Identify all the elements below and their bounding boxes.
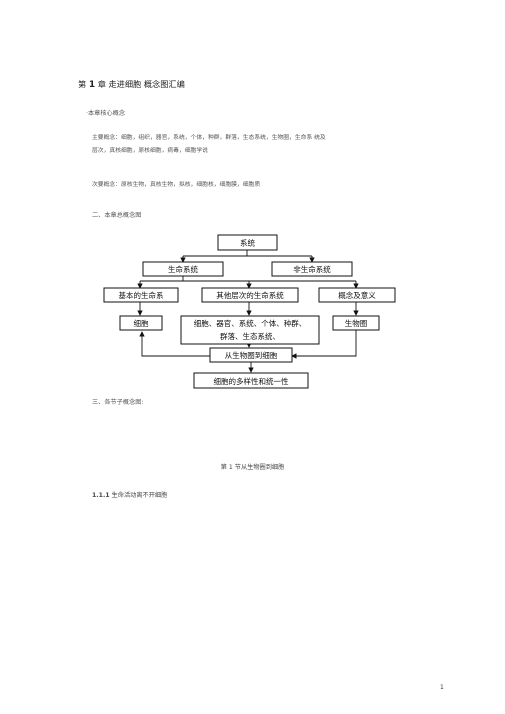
node-nonliving-system: 非生命系统 xyxy=(271,261,353,277)
section-heading-subsection-maps: 三、各节子概念图: xyxy=(92,399,144,406)
svg-text:基本的生命系: 基本的生命系 xyxy=(119,290,164,300)
node-other-levels: 其他层次的生命系统 xyxy=(201,287,299,303)
svg-text:细胞: 细胞 xyxy=(134,318,149,328)
secondary-concepts: 次要概念：原核生物，真核生物，拟核，细胞核，细胞膜，细胞质 xyxy=(92,182,261,188)
connector-lines xyxy=(137,250,359,373)
svg-text:细胞的多样性和统一性: 细胞的多样性和统一性 xyxy=(214,376,289,386)
svg-text:细胞、器官、系统、个体、种群、: 细胞、器官、系统、个体、种群、 xyxy=(194,318,307,328)
page-number: 1 xyxy=(440,684,444,691)
node-root: 系统 xyxy=(217,234,278,251)
svg-text:系统: 系统 xyxy=(240,238,255,248)
svg-text:非生命系统: 非生命系统 xyxy=(293,264,331,274)
main-concepts-line1: 主要概念：细胞，组织，器官，系统，个体，种群，群落，生态系统，生物圈，生命系 统… xyxy=(92,135,326,141)
node-biosphere-to-cell: 从生物圈到细胞 xyxy=(209,347,293,363)
node-basic-living-system: 基本的生命系 xyxy=(103,287,179,303)
chapter-title: 第 1 章 走进细胞 概念图汇编 xyxy=(78,79,185,90)
svg-text:群落、生态系统、: 群落、生态系统、 xyxy=(220,331,280,341)
node-concept-significance: 概念及意义 xyxy=(318,287,396,303)
node-diversity-unity: 细胞的多样性和统一性 xyxy=(193,372,309,389)
subsection-item: 1.1.1 生命活动离不开细胞 xyxy=(92,492,168,499)
svg-text:生命系统: 生命系统 xyxy=(168,264,198,274)
section-heading-concept-map: 二、本章总概念图 xyxy=(92,212,142,219)
svg-text:从生物圈到细胞: 从生物圈到细胞 xyxy=(225,350,278,360)
section-heading-core-concepts: ·本章核心概念 xyxy=(86,110,126,117)
node-living-system: 生命系统 xyxy=(142,261,224,277)
svg-text:概念及意义: 概念及意义 xyxy=(338,290,376,300)
node-cell: 细胞 xyxy=(119,315,163,331)
svg-text:生物圈: 生物圈 xyxy=(345,318,368,328)
subsection-title: 第 1 节从生物圈到细胞 xyxy=(220,464,285,471)
node-tissue-list: 细胞、器官、系统、个体、种群、 群落、生态系统、 xyxy=(180,315,320,345)
node-biosphere: 生物圈 xyxy=(332,315,380,331)
main-concepts-line2: 层次，真核细胞，原核细胞，病毒，细胞学说 xyxy=(92,148,208,154)
svg-text:其他层次的生命系统: 其他层次的生命系统 xyxy=(216,290,284,300)
